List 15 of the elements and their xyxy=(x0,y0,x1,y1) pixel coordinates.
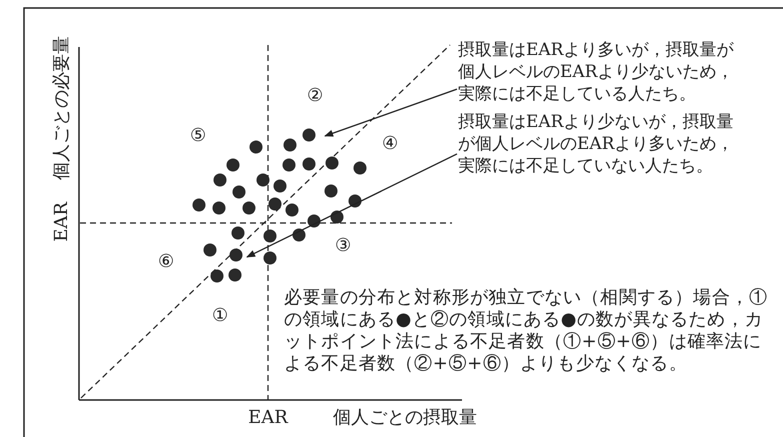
region-number: ⑥ xyxy=(158,252,174,272)
region-number: ④ xyxy=(382,134,398,154)
leader-arrow xyxy=(246,153,458,258)
region-number: ① xyxy=(212,306,228,326)
region-number: ③ xyxy=(335,236,351,256)
leader-arrow xyxy=(324,88,458,137)
axis-label: EAR xyxy=(52,202,72,242)
callout-text: 摂取量はEARより少ないが，摂取量が個人レベルのEARより多いため，実際には不足していない人たち。 xyxy=(458,111,748,177)
region-number: ② xyxy=(307,86,323,106)
axis-label: 個人ごとの必要量 xyxy=(52,36,72,180)
note-text: 必要量の分布と対称形が独立でない（相関する）場合，①の領域にある●と②の領域にある●の数が異なるため，カットポイント法による不足者数（①+⑤+⑥）は確率法による不足者数（②+⑤+⑥）よりも少なくなる。 xyxy=(284,287,768,375)
callout-text: 摂取量はEARより多いが，摂取量が個人レベルのEARより少ないため，実際には不足している人たち。 xyxy=(458,39,748,105)
region-number: ⑤ xyxy=(190,126,206,146)
axis-label: 個人ごとの摂取量 xyxy=(333,408,477,428)
axis-label: EAR xyxy=(248,408,288,428)
